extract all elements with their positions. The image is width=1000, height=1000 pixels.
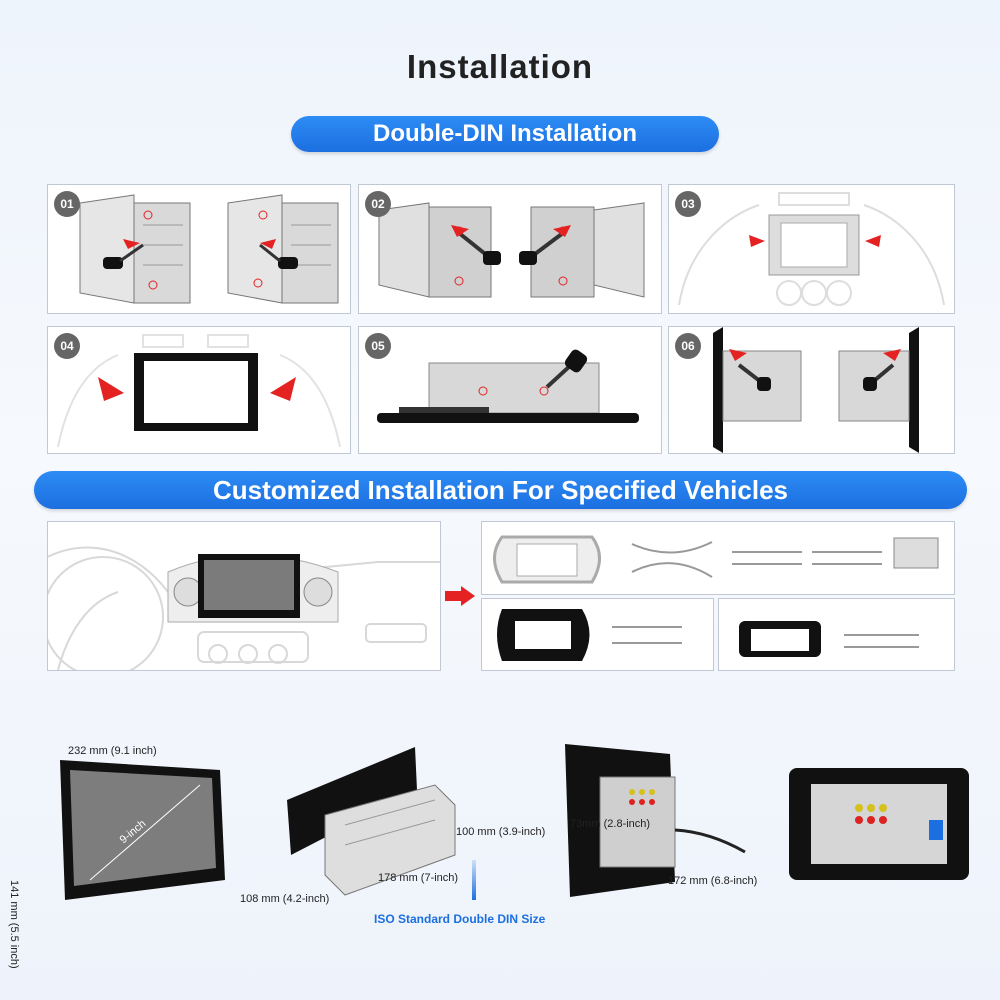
step-03-badge: 03 [675, 191, 701, 217]
dashboard-bracket-illustration [678, 192, 945, 306]
step-01-badge: 01 [54, 191, 80, 217]
iso-size-label: ISO Standard Double DIN Size [374, 912, 546, 926]
page-title: Installation [406, 48, 594, 85]
screen-front-illustration [60, 760, 225, 900]
bracket-screw-illustration [79, 194, 339, 304]
unit-insert-illustration [57, 334, 341, 448]
step-03-panel: 03 [668, 184, 955, 314]
step-04-badge: 04 [54, 333, 80, 359]
step-04-panel: 04 [47, 326, 351, 454]
step-06-badge: 06 [675, 333, 701, 359]
customized-section-title: Customized Installation For Specified Ve… [34, 471, 967, 509]
width-dimension-label: 232 mm (9.1 inch) [68, 745, 157, 757]
bracket-screw-illustration [378, 202, 645, 298]
rear-height-dimension-label: 73mm (2.8-inch) [570, 818, 651, 830]
frame-cables-illustration [493, 535, 939, 584]
double-din-chassis-illustration [287, 747, 456, 896]
car-dashboard-illustration [48, 546, 440, 670]
height-dimension-label: 141 mm (5.5 inch) [8, 880, 20, 969]
unit-back-illustration [811, 784, 947, 864]
step-05-badge: 05 [365, 333, 391, 359]
red-arrow-icon [445, 586, 475, 606]
bracket-mount-illustration [713, 327, 919, 453]
car-dashboard-panel [47, 521, 441, 671]
rear-depth-dimension-label: 172 mm (6.8-inch) [668, 875, 758, 887]
double-din-section-title: Double-DIN Installation [291, 116, 719, 152]
frame-kit-b-illustration [739, 621, 919, 657]
frame-kit-panel-a [481, 598, 714, 671]
unit-rear-illustration [565, 744, 746, 897]
din-width-dimension-label: 178 mm (7-inch) [378, 872, 459, 884]
frame-accessories-panel [481, 521, 955, 595]
unit-back-photo [789, 768, 969, 880]
depth-dimension-label: 100 mm (3.9-inch) [456, 826, 546, 838]
frame-kit-panel-b [718, 598, 955, 671]
step-05-panel: 05 [358, 326, 662, 454]
iso-arrow-shaft [472, 860, 476, 900]
step-02-panel: 02 [358, 184, 662, 314]
side-screw-illustration [377, 349, 639, 423]
step-06-panel: 06 [668, 326, 955, 454]
din-height-dimension-label: 108 mm (4.2-inch) [240, 893, 330, 905]
frame-kit-a-illustration [497, 609, 682, 661]
step-02-badge: 02 [365, 191, 391, 217]
step-01-panel: 01 [47, 184, 351, 314]
